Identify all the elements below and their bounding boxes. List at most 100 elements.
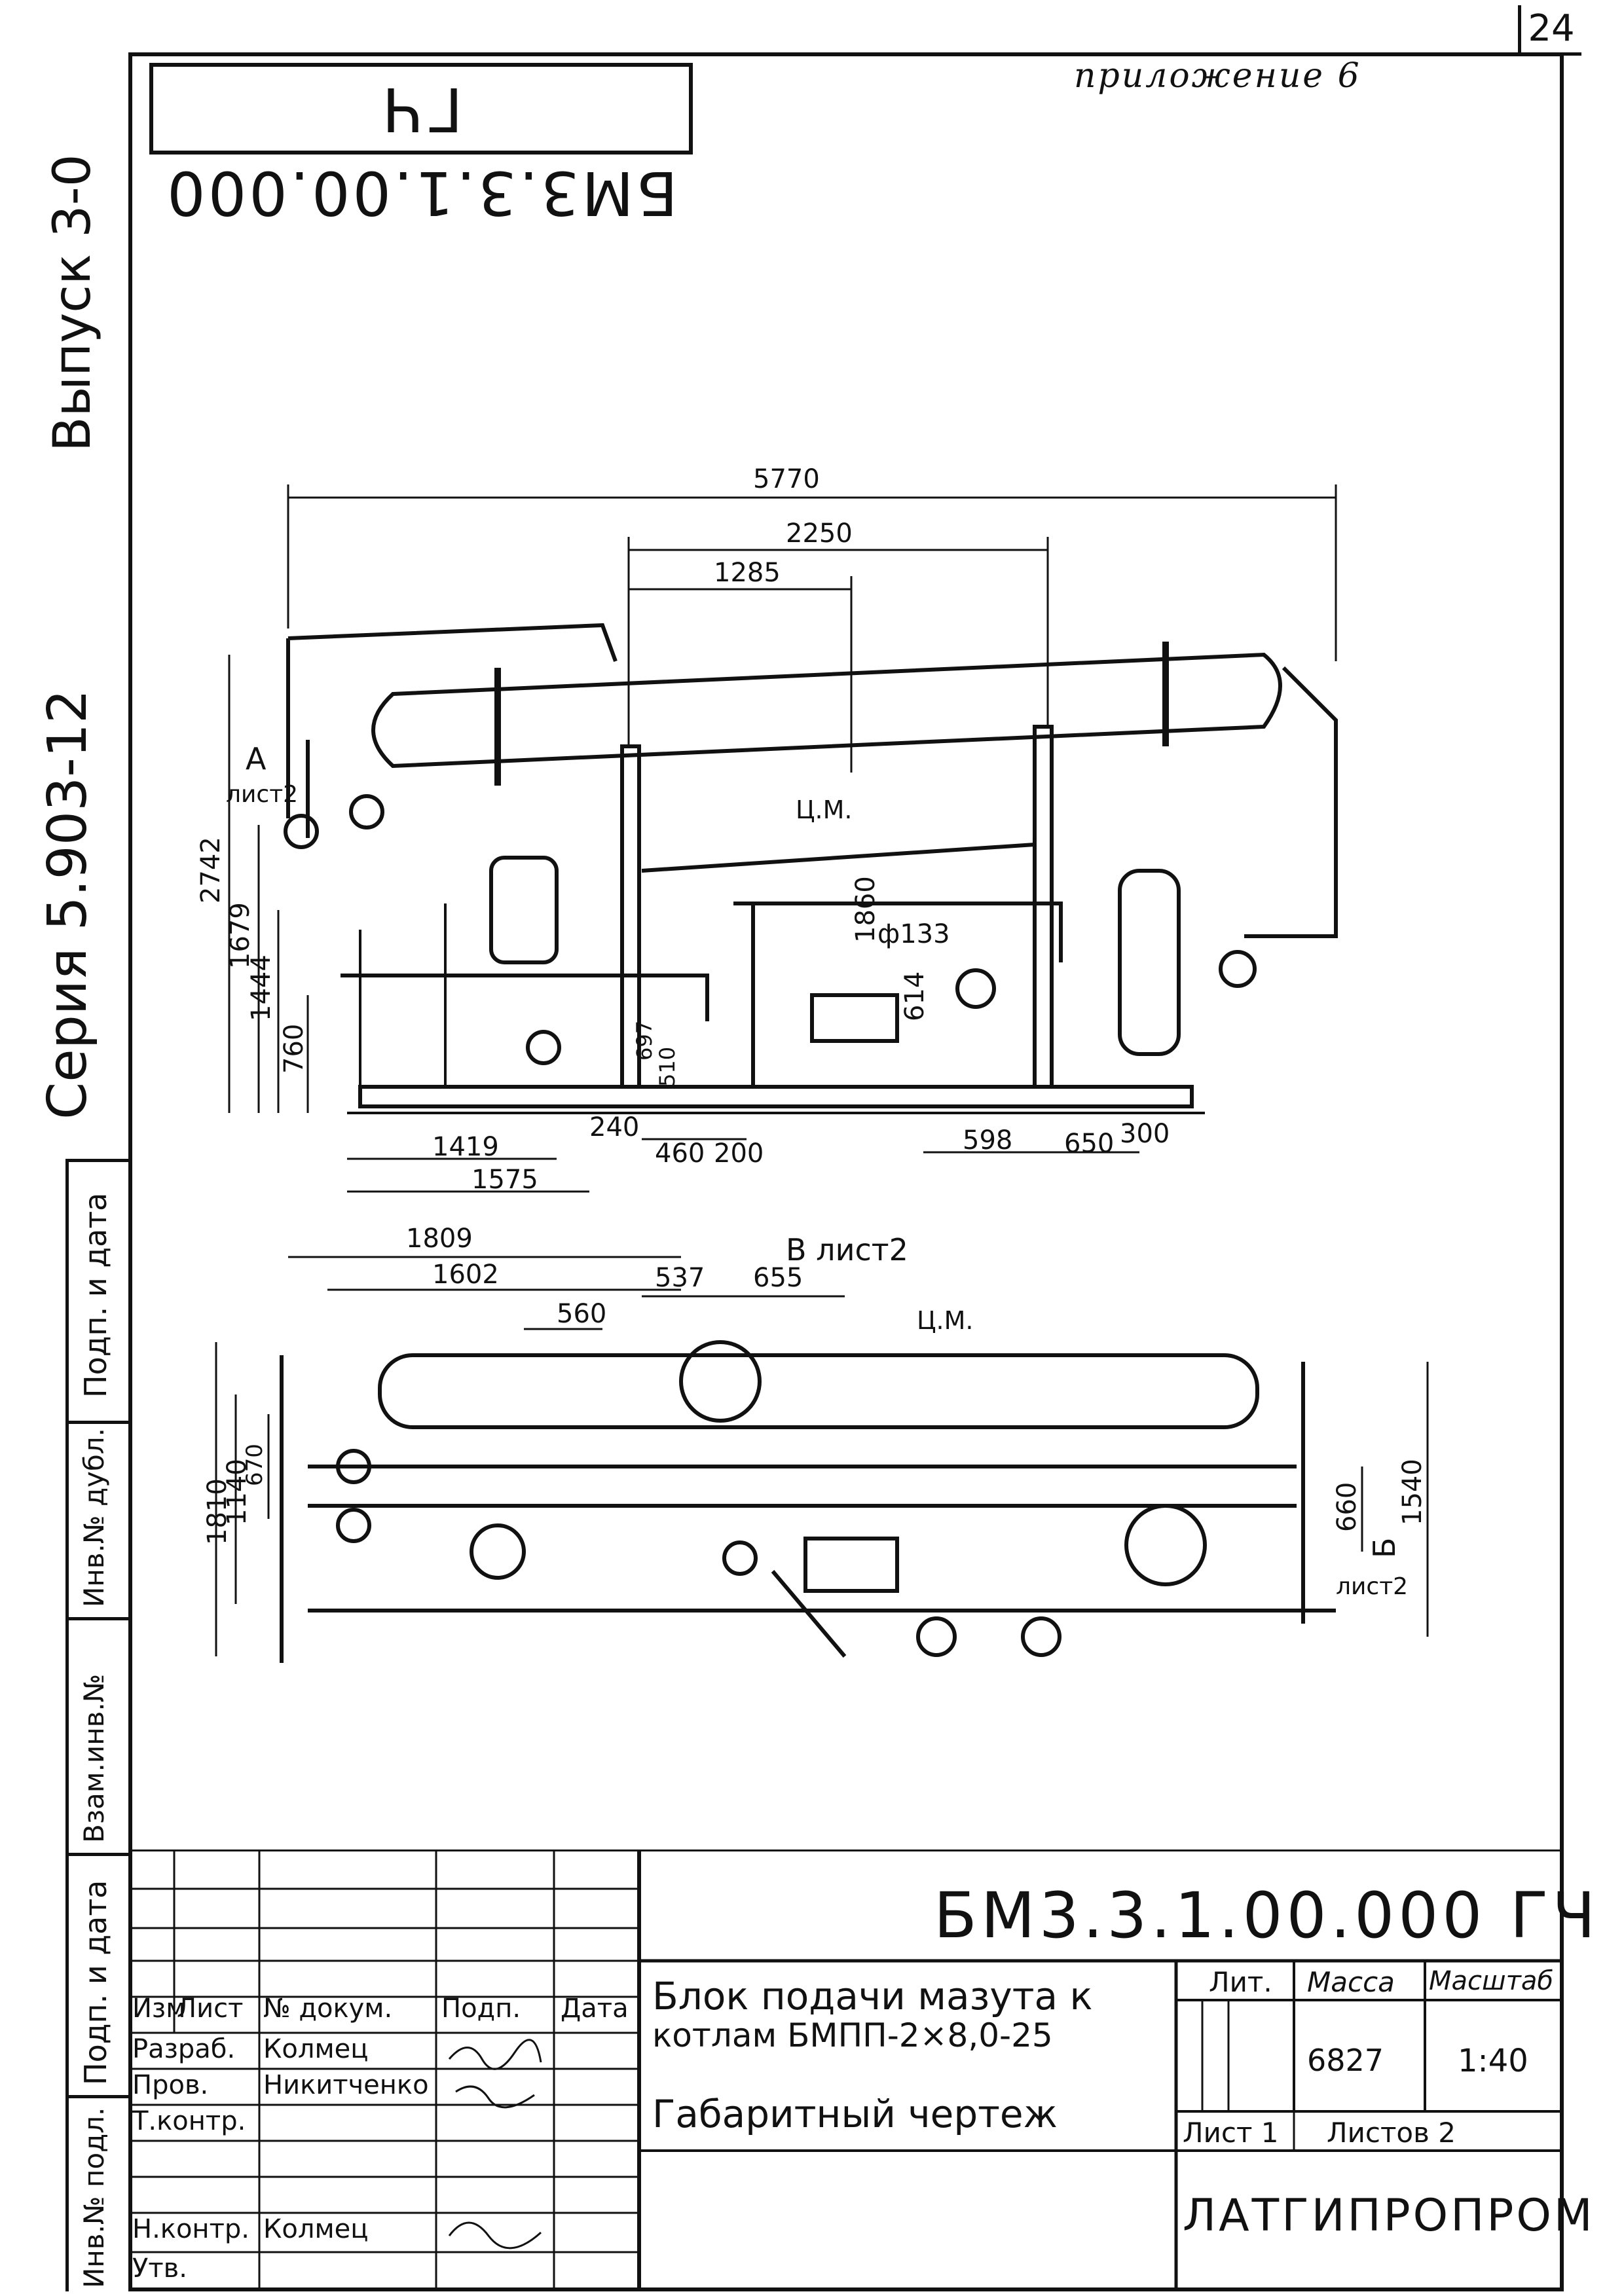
dim-text: 2250 xyxy=(786,519,853,549)
dim-text: 1540 xyxy=(1397,1459,1428,1525)
strip-cell: Инв.№ подл. xyxy=(69,2095,132,2291)
tb-role: Разраб. xyxy=(132,2034,236,2064)
tb-name: Никитченко xyxy=(263,2070,429,2100)
tb-role: Н.контр. xyxy=(132,2214,249,2244)
dim-text: 1285 xyxy=(714,558,781,588)
front-filter xyxy=(489,856,559,964)
front-pipe-left xyxy=(286,623,618,838)
dim-text: 598 xyxy=(963,1125,1012,1156)
dim-text: 5770 xyxy=(753,464,820,494)
strip-cell: Подп. и дата xyxy=(69,1853,132,2095)
front-dimension-texts: 5770 2250 1285 2742 1679 1444 760 1860 ф… xyxy=(196,464,1170,1195)
tb-col-header: Лист xyxy=(177,1994,244,2024)
tb-col-header: № докум. xyxy=(263,1994,393,2024)
view-arrow-label: В лист2 xyxy=(786,1232,908,1267)
dim-text: 614 xyxy=(900,972,930,1021)
tb-col-header: Изм xyxy=(132,1994,186,2024)
plan-valve xyxy=(1021,1616,1061,1657)
appendix-label: приложение 6 xyxy=(1074,56,1361,96)
plan-view xyxy=(280,1340,1336,1663)
dim-text: 1809 xyxy=(406,1224,473,1254)
plan-valve xyxy=(722,1540,758,1576)
tb-sheet-label: Лист 1 xyxy=(1183,2117,1279,2149)
tb-scale-value: 1:40 xyxy=(1458,2043,1528,2079)
strip-cell: Инв.№ дубл. xyxy=(69,1421,132,1617)
view-marker: Б xyxy=(1367,1537,1402,1558)
tb-sheets-label: Листов 2 xyxy=(1327,2117,1456,2149)
front-column xyxy=(1033,725,1054,1089)
dim-text: 660 xyxy=(1332,1482,1362,1532)
front-valve xyxy=(1219,950,1257,988)
tb-role: Т.контр. xyxy=(132,2106,246,2136)
dim-text: 1602 xyxy=(432,1260,499,1290)
tb-col-header: Подп. xyxy=(441,1994,521,2024)
signature xyxy=(448,2221,542,2250)
tb-name: Колмец xyxy=(263,2034,369,2064)
strip-label: Подп. и дата xyxy=(78,1880,113,2085)
tb-title-line2: котлам БМПП-2×8,0-25 xyxy=(652,2016,1053,2054)
dim-text: 510 xyxy=(655,1047,680,1087)
dim-text: 1140 xyxy=(222,1459,252,1525)
rotated-designation-box: БМ3.3.1.00.000 ГЧ xyxy=(149,63,693,228)
tb-organization: ЛАТГИПРОПРОМ xyxy=(1183,2190,1595,2242)
dim-text: ф133 xyxy=(877,919,950,949)
front-base-frame xyxy=(358,1085,1194,1108)
strip-cell: Взам.инв.№ xyxy=(69,1617,132,1853)
strip-cell: Подп. и дата xyxy=(69,1159,132,1421)
dim-text: 1419 xyxy=(432,1132,499,1162)
front-valve xyxy=(526,1030,561,1065)
dim-text: 760 xyxy=(279,1024,309,1074)
plan-valve xyxy=(916,1616,957,1657)
plan-filter xyxy=(470,1523,526,1580)
signature xyxy=(455,2085,535,2109)
front-view xyxy=(284,623,1338,1114)
tb-name: Колмец xyxy=(263,2214,369,2244)
plan-motor xyxy=(803,1537,899,1593)
plan-filter xyxy=(1124,1504,1207,1586)
tb-lit-label: Лит. xyxy=(1209,1966,1272,1998)
dim-text: 1575 xyxy=(471,1165,538,1195)
front-motor xyxy=(810,993,899,1043)
title-block: Изм Лист № докум. Подп. Дата Разраб. Кол… xyxy=(128,1850,1595,2291)
tb-role: Пров. xyxy=(132,2070,209,2100)
tb-col-header: Дата xyxy=(561,1994,629,2024)
dim-text: 200 xyxy=(714,1139,764,1169)
signature-group xyxy=(448,2039,542,2250)
centre-mass-label: Ц.М. xyxy=(917,1306,973,1335)
front-process-pipe xyxy=(341,902,1063,1087)
view-marker: А xyxy=(246,741,267,776)
view-sheet-ref: лист2 xyxy=(1336,1573,1408,1600)
dim-text: 1810 xyxy=(202,1478,232,1545)
title-block-grid xyxy=(128,1850,1564,2291)
front-valve xyxy=(955,968,996,1009)
plan-dimension-lines xyxy=(215,1256,1429,1656)
tb-scale-label: Масштаб xyxy=(1429,1966,1554,1996)
dim-text: 1679 xyxy=(225,902,255,969)
centre-mass-label: Ц.М. xyxy=(796,795,852,824)
dim-text: 460 xyxy=(655,1139,705,1169)
dim-text: 1860 xyxy=(851,876,881,943)
plan-pump xyxy=(679,1340,762,1423)
drawing-frame xyxy=(128,52,1564,2291)
plan-vessel xyxy=(378,1353,1259,1429)
dim-text: 560 xyxy=(557,1299,606,1329)
view-sheet-ref: лист2 xyxy=(226,781,298,808)
dim-text: 240 xyxy=(589,1112,639,1142)
plan-dimension-texts: 1809 1602 560 537 655 1810 1140 670 660 … xyxy=(202,1224,1428,1600)
plan-valve xyxy=(336,1508,371,1543)
signature xyxy=(448,2039,542,2070)
tb-mass-value: 6827 xyxy=(1307,2043,1384,2078)
strip-label: Инв.№ подл. xyxy=(78,2107,110,2288)
front-vessel xyxy=(371,652,1282,769)
side-stamp-strip: Подп. и дата Инв.№ дубл. Взам.инв.№ Подп… xyxy=(65,1159,132,2291)
dim-text: 650 xyxy=(1064,1129,1114,1159)
front-pipe-right xyxy=(1244,666,1338,938)
sheet-number: 24 xyxy=(1518,5,1581,56)
tb-role: Утв. xyxy=(132,2253,187,2284)
tb-mass-label: Масса xyxy=(1307,1966,1395,1998)
tb-subtitle: Габаритный чертеж xyxy=(652,2092,1058,2136)
front-valve xyxy=(349,794,384,829)
dim-text: 1444 xyxy=(246,955,276,1021)
plan-valve xyxy=(336,1449,371,1484)
dim-text: 655 xyxy=(753,1263,803,1293)
